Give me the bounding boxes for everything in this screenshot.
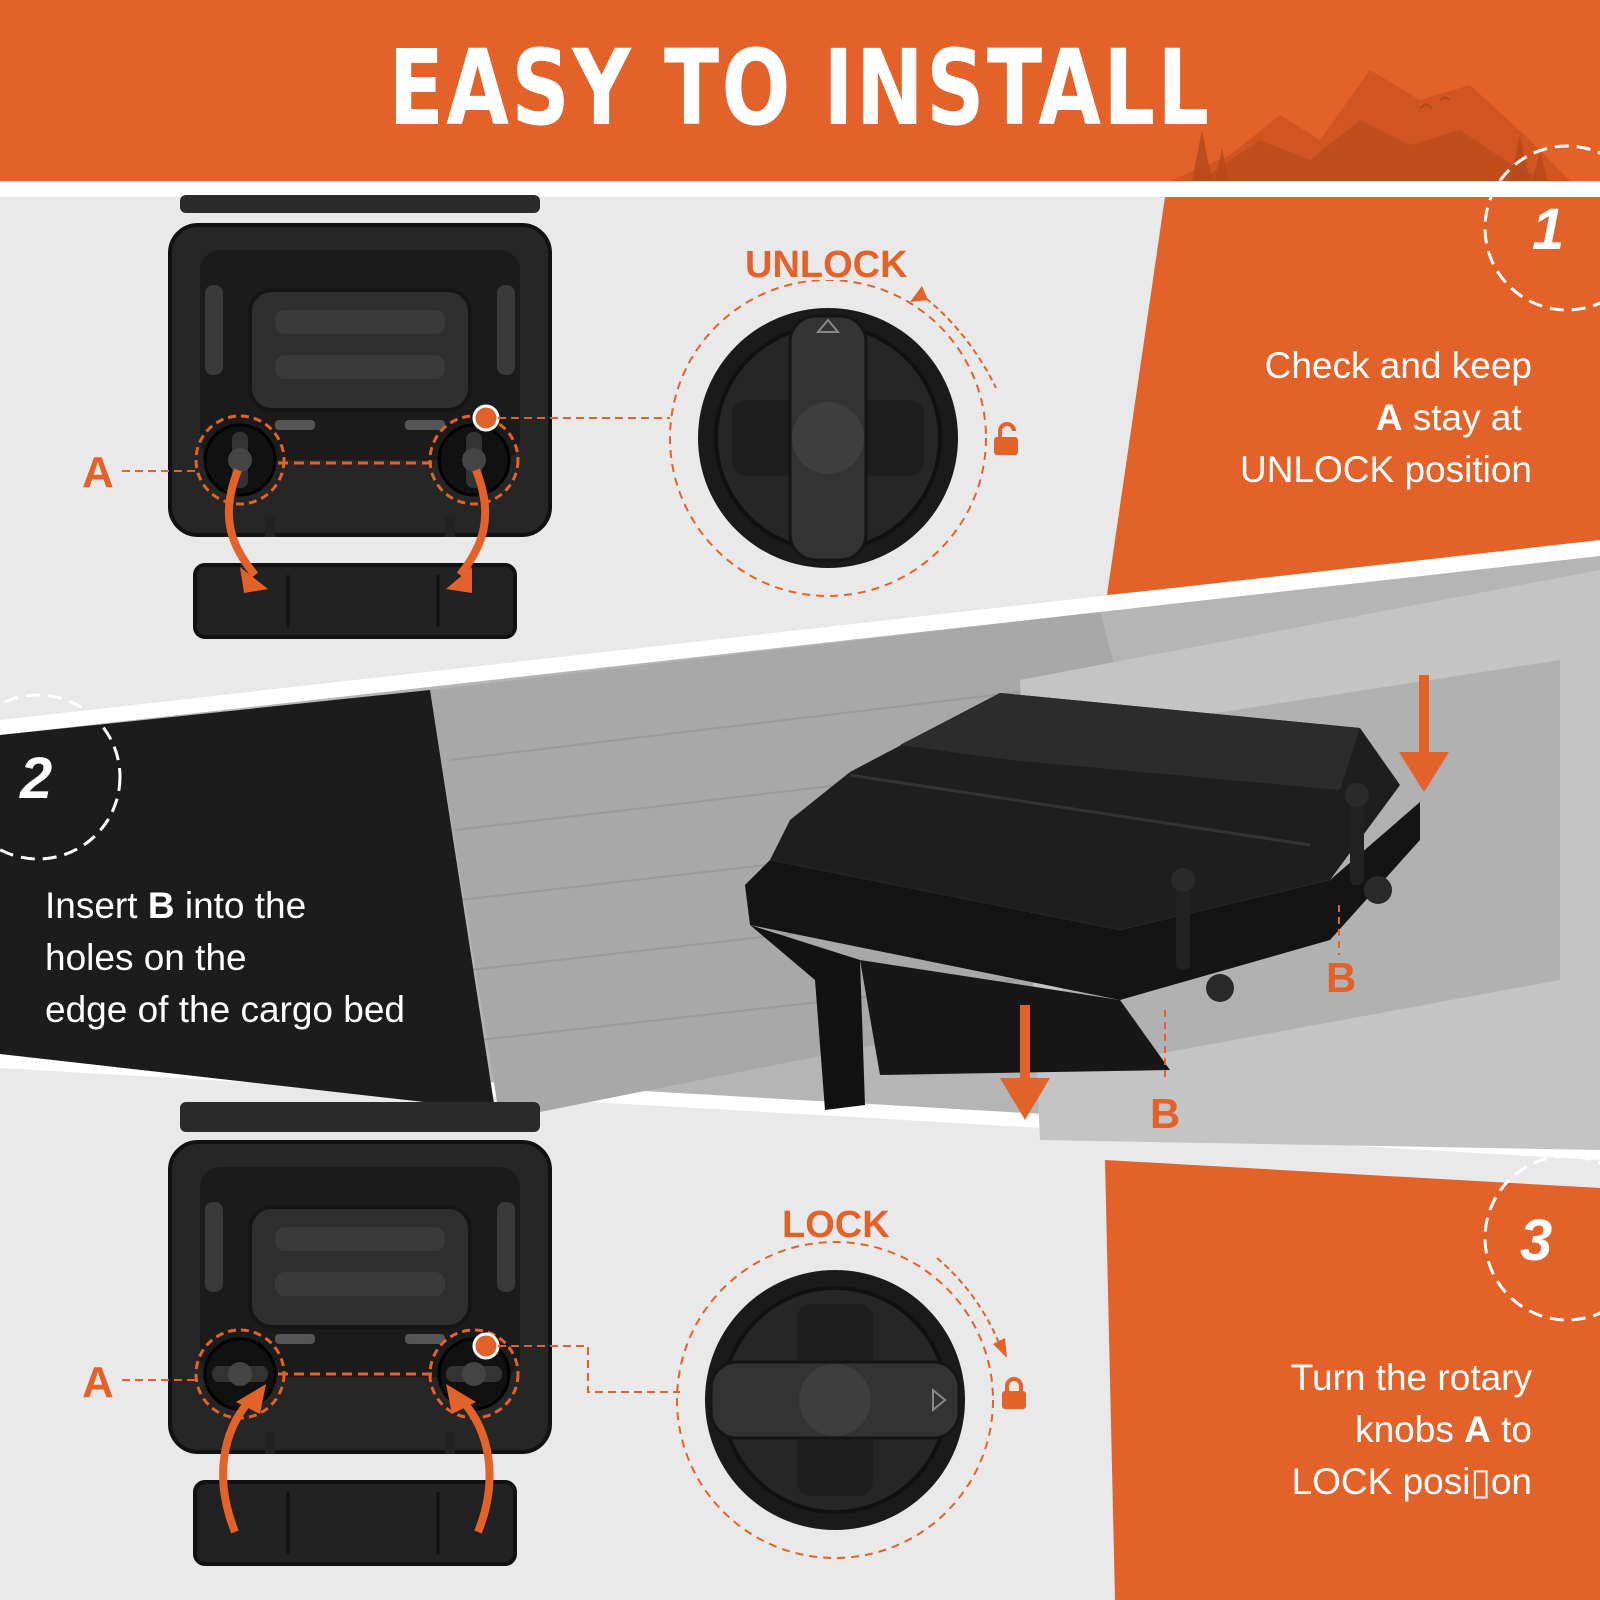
- step1-number: 1: [1532, 197, 1565, 262]
- knob-unlock-detail: [669, 280, 997, 597]
- step2-line-3: edge of the cargo bed: [45, 989, 406, 1030]
- step1-instructions: Check and keep A stay at UNLOCK position: [1240, 340, 1532, 496]
- mountain-decoration-icon: [1170, 70, 1570, 181]
- callout-b-left: B: [1150, 1090, 1181, 1137]
- unlocked-padlock-icon: [994, 422, 1018, 455]
- knob-lock-detail: [676, 1241, 1007, 1559]
- step3-callout-a: A: [82, 1358, 114, 1407]
- step3-line-2: knobs A to: [1355, 1409, 1532, 1450]
- page-title: EASY TO INSTALL: [388, 27, 1212, 149]
- step1-callout-a: A: [82, 448, 114, 497]
- step1-line-3: UNLOCK position: [1239, 449, 1532, 490]
- step2-number: 2: [20, 746, 53, 811]
- step2-line-1: Insert B into the: [45, 885, 307, 926]
- locked-padlock-icon: [1002, 1377, 1026, 1409]
- step2-line-2: holes on the: [45, 937, 247, 978]
- step3-number: 3: [1520, 1208, 1553, 1273]
- step1-line-1: Check and keep: [1264, 345, 1532, 386]
- step3-line-3: LOCK posi▯on: [1291, 1461, 1532, 1502]
- header-banner: EASY TO INSTALL: [0, 0, 1600, 181]
- divider: [0, 181, 1600, 197]
- step1-line-2: A stay at: [1375, 397, 1522, 438]
- step3-instructions: Turn the rotary knobs A to LOCK posi▯on: [1291, 1352, 1532, 1508]
- step2-instructions: Insert B into the holes on the edge of t…: [45, 880, 405, 1036]
- lock-label: LOCK: [782, 1204, 890, 1246]
- cargo-box-open-unlock: [168, 195, 552, 639]
- callout-b-right: B: [1326, 954, 1357, 1001]
- step3-line-1: Turn the rotary: [1290, 1357, 1532, 1398]
- unlock-label: UNLOCK: [745, 244, 908, 286]
